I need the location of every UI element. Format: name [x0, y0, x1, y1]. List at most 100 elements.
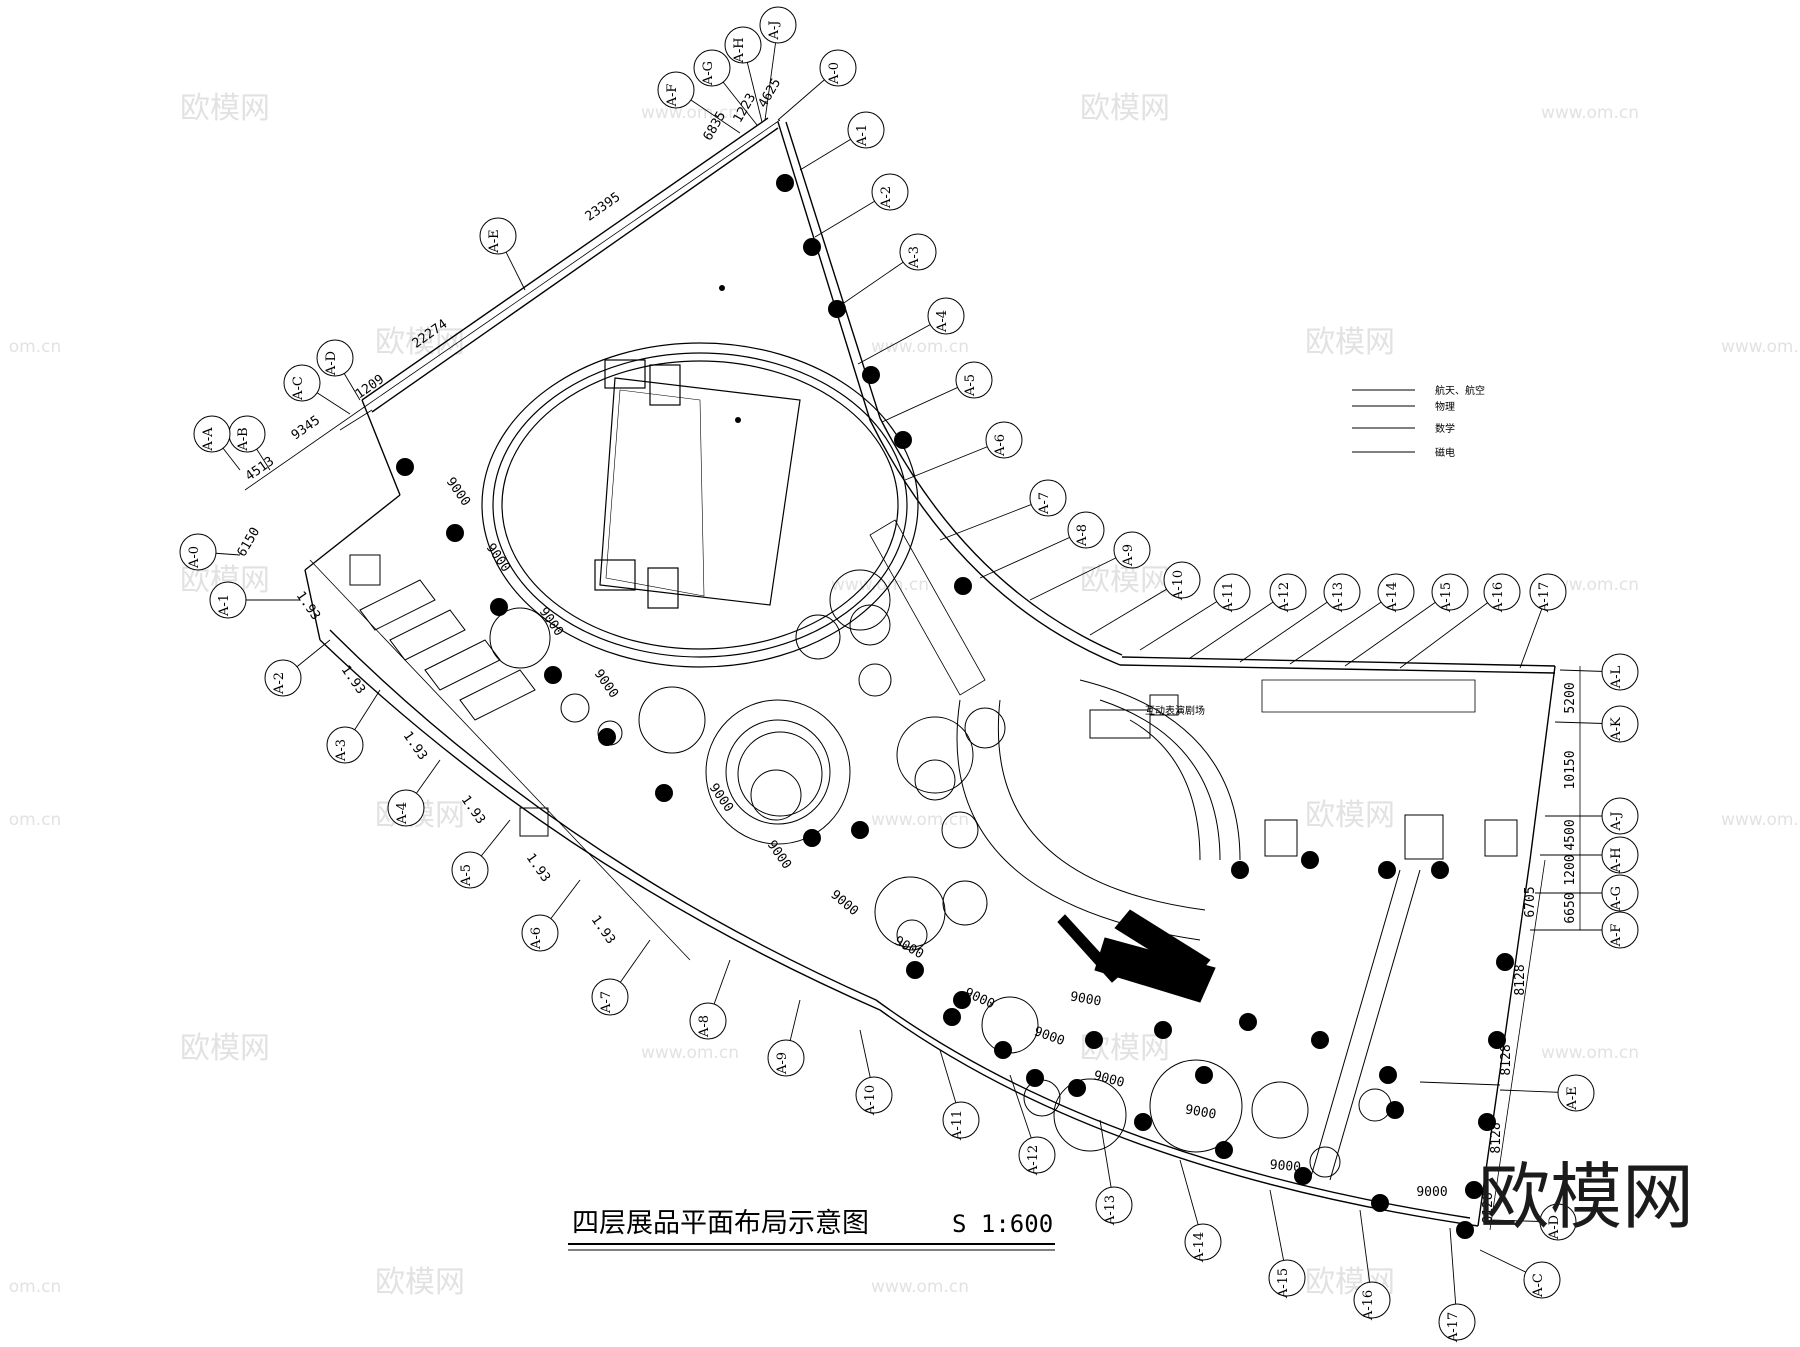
grid-bubble-label: A-5: [963, 374, 978, 397]
grid-leader-line: [1289, 591, 1397, 665]
column-dot: [943, 1008, 961, 1026]
legend-label: 航天、航空: [1435, 384, 1485, 397]
grid-bubble: [591, 978, 629, 1016]
legend-label: 数学: [1435, 422, 1455, 435]
stair-band: [359, 579, 436, 631]
watermark-url: www.om.cn: [1721, 810, 1800, 830]
hall-divider: [1329, 869, 1421, 1181]
grid-bubble-label: A-15: [1276, 1268, 1291, 1299]
dimension-label: 9000: [1092, 1068, 1126, 1091]
grid-bubble-label: A-4: [395, 802, 410, 825]
dimension-line: [309, 559, 691, 961]
exhibit-circle: [1309, 1146, 1341, 1178]
grid-bubble: [689, 1002, 727, 1040]
grid-bubble: [1601, 797, 1639, 835]
dimension-label: 9000: [827, 888, 861, 920]
grid-bubble: [855, 1076, 893, 1114]
grid-bubble-label: A-16: [1361, 1290, 1376, 1321]
dimension-label: 4625: [756, 76, 785, 111]
stair-box: [1404, 814, 1444, 860]
grid-bubble: [1018, 1136, 1056, 1174]
exhibit-circle: [795, 614, 841, 660]
column-dot: [1311, 1031, 1329, 1049]
stair-box: [1484, 819, 1518, 857]
column-dot: [396, 458, 414, 476]
column-dot: [1068, 1079, 1086, 1097]
column-dot: [828, 300, 846, 318]
exhibit-circle: [941, 811, 979, 849]
column-dot: [851, 821, 869, 839]
theater-label: 互动表演剧场: [1145, 704, 1205, 717]
exhibit-circle: [638, 686, 706, 754]
column-dot: [776, 174, 794, 192]
grid-bubble-label: A-3: [334, 739, 349, 762]
grid-bubble: [942, 1101, 980, 1139]
grid-bubble: [1601, 836, 1639, 874]
column-dot: [1294, 1167, 1312, 1185]
grid-bubble-label: A-D: [324, 351, 339, 376]
brand-watermark: 欧模网: [1478, 1155, 1694, 1239]
exhibit-circle: [489, 607, 551, 669]
column-dot: [1431, 861, 1449, 879]
grid-bubble-label: A-K: [1609, 717, 1624, 742]
column-dot: [1378, 861, 1396, 879]
dimension-label: 9000: [1269, 1158, 1302, 1176]
column-dot: [1134, 1113, 1152, 1131]
exhibit-circle: [874, 876, 946, 948]
exhibit-circle: [1358, 1088, 1392, 1122]
grid-bubble-label: A-L: [1609, 665, 1624, 689]
grid-bubble: [847, 111, 885, 149]
theater-arc: [1129, 719, 1201, 861]
exhibit-circle: [1053, 1078, 1127, 1152]
dimension-label: 1200: [1563, 854, 1578, 885]
dimension-label: 10150: [1563, 750, 1578, 789]
grid-bubble-label: A-8: [1075, 524, 1090, 547]
arc-walkway: [956, 699, 1201, 941]
grid-bubble: [1601, 705, 1639, 743]
grid-bubble: [657, 71, 695, 109]
rotunda-ring: [725, 719, 831, 825]
grid-bubble-label: A-2: [879, 186, 894, 209]
dimension-label: 9000: [1032, 1024, 1067, 1049]
dimension-label: 9345: [289, 413, 323, 443]
grid-bubble-label: A-3: [907, 246, 922, 269]
grid-bubble-label: A-4: [935, 310, 950, 333]
grid-bubble-label: A-16: [1491, 582, 1506, 613]
exhibit-circle: [914, 759, 956, 801]
grid-bubble-label: A-12: [1026, 1145, 1041, 1176]
column-dot: [1371, 1194, 1389, 1212]
column-dot: [1239, 1013, 1257, 1031]
dimension-label: 9000: [1416, 1185, 1447, 1200]
building-outline: [304, 117, 1556, 1227]
grid-bubble: [1029, 479, 1067, 517]
grid-bubble: [209, 581, 247, 619]
stair-box: [1264, 819, 1298, 857]
grid-bubble: [955, 361, 993, 399]
grid-bubble-label: A-14: [1385, 582, 1400, 613]
grid-bubble: [1269, 573, 1307, 611]
theater-arc: [1099, 699, 1221, 861]
grid-bubble: [1353, 1281, 1391, 1319]
dimension-label: 8128: [1489, 1122, 1504, 1153]
dimension-label: 6150: [235, 525, 264, 560]
grid-bubble: [759, 6, 797, 44]
column-dot: [544, 666, 562, 684]
grid-bubble: [1095, 1186, 1133, 1224]
column-dot: [803, 238, 821, 256]
grid-bubble-label: A-G: [1609, 886, 1624, 911]
grid-bubble-label: A-0: [827, 62, 842, 85]
grid-bubble: [479, 217, 517, 255]
grid-bubble-label: A-14: [1192, 1232, 1207, 1263]
stair-box: [519, 807, 549, 837]
grid-bubble: [985, 421, 1023, 459]
grid-bubble: [1523, 1261, 1561, 1299]
exhibit-circle: [1251, 1081, 1309, 1139]
column-dot: [803, 829, 821, 847]
dimension-label: 9000: [536, 605, 566, 639]
column-dot: [894, 431, 912, 449]
grid-bubble-label: A-C: [1531, 1273, 1546, 1298]
grid-leader-line: [1029, 549, 1133, 601]
hall-divider: [1309, 869, 1401, 1181]
column-dot: [994, 1041, 1012, 1059]
